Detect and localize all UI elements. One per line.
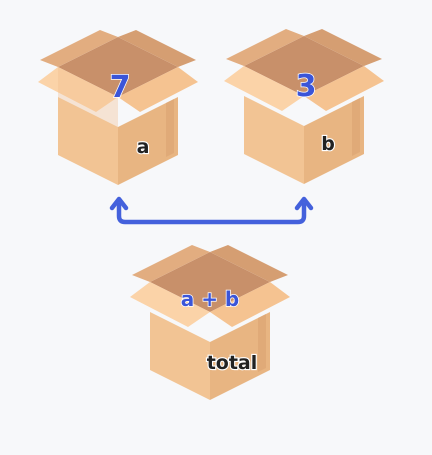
connector-arrow — [109, 196, 314, 225]
box-a-value: 7 — [110, 70, 131, 105]
box-a-label: a — [137, 136, 150, 158]
box-b-value: 3 — [296, 69, 317, 104]
box-a: 7 a — [38, 30, 198, 185]
box-total-body — [130, 245, 290, 400]
box-total: a + b total — [130, 245, 290, 400]
box-total-value: a + b — [181, 287, 240, 311]
box-b-body — [224, 29, 384, 184]
box-total-label: total — [207, 352, 258, 374]
box-b-label: b — [321, 133, 335, 155]
box-b: 3 b — [224, 29, 384, 184]
box-a-body — [38, 30, 198, 185]
